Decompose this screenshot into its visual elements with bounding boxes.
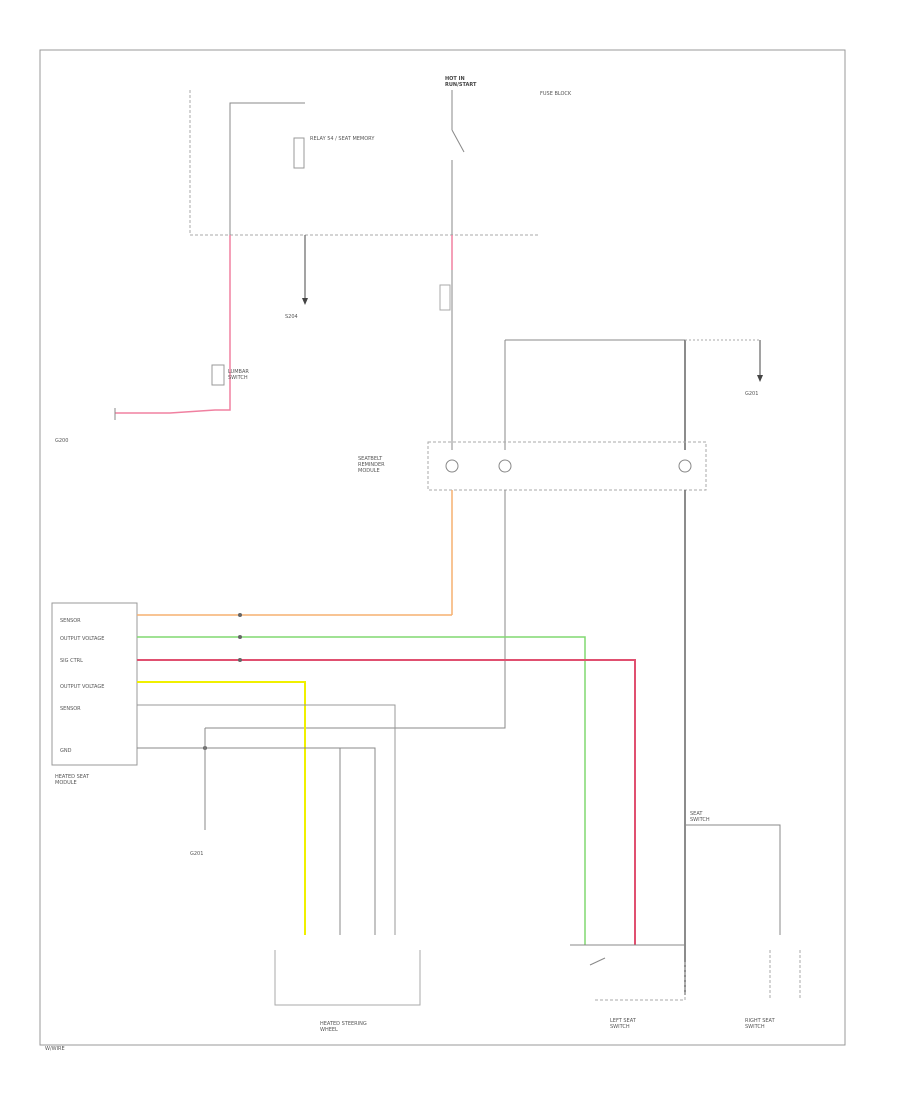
switch-contact — [589, 957, 606, 966]
fuse-block-label: FUSE BLOCK — [540, 91, 572, 97]
switch-contact — [451, 129, 465, 153]
relay-feed-wire — [229, 102, 305, 235]
ground-label: G201 — [190, 851, 203, 857]
yellow-wire — [137, 681, 306, 935]
splice-dot — [238, 635, 242, 639]
red-wire — [137, 659, 636, 945]
connector-pin — [498, 459, 512, 473]
splice-dot — [238, 613, 242, 617]
fuse-icon — [211, 364, 225, 386]
pin-label-gnd: GND — [60, 748, 72, 754]
left-seat-box — [595, 960, 686, 1001]
ground-arrow-icon — [757, 375, 763, 382]
pin-label-sig-ctrl: SIG CTRL — [60, 658, 83, 664]
green-wire — [137, 636, 586, 945]
pin-label-sensor-2: SENSOR — [60, 706, 81, 712]
heated-steering-box — [274, 950, 421, 1006]
gray-return-wire — [205, 490, 506, 729]
inline-fuse-icon — [439, 284, 451, 311]
connector-strip — [427, 441, 707, 491]
splice-dot — [238, 658, 242, 662]
footer-label: W/WIRE — [45, 1046, 65, 1052]
relay-label: RELAY 54 / SEAT MEMORY — [310, 136, 375, 142]
connector-pin — [678, 459, 692, 473]
splice-label: S204 — [285, 314, 298, 320]
pink-wire — [115, 235, 231, 414]
arrow-down-icon — [302, 298, 308, 305]
gray-sensor-wire — [137, 704, 396, 935]
ground-g-label: G201 — [745, 391, 758, 397]
ip-ground-label: G200 — [55, 438, 68, 444]
diagram-border — [39, 49, 846, 1046]
seatbelt-module-box — [51, 602, 138, 766]
connector-pin — [445, 459, 459, 473]
pin-label-output-voltage-2: OUTPUT VOLTAGE — [60, 684, 104, 690]
pin-label-sensor: SENSOR — [60, 618, 81, 624]
relay-coil-icon — [293, 137, 305, 169]
right-seat-feed — [685, 824, 781, 935]
pin-label-output-voltage: OUTPUT VOLTAGE — [60, 636, 104, 642]
gray-gnd-wire — [137, 747, 376, 935]
